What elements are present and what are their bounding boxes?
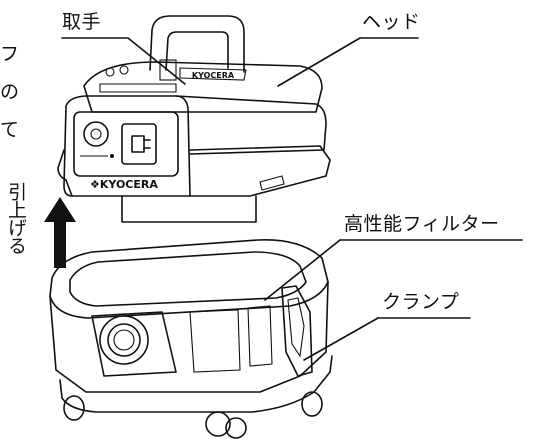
handle-label: 取手 <box>62 11 102 33</box>
head-unit: KYOCERA ❖KYOCERA <box>57 15 331 223</box>
head-leader <box>277 37 361 87</box>
edge-text-1: フ <box>0 43 20 65</box>
edge-text-3: て <box>0 119 20 141</box>
filter-label: 高性能フィルター <box>344 213 500 235</box>
dial-knob-icon <box>83 121 109 147</box>
lift-arrow-icon <box>44 197 76 268</box>
lift-label: 引上げる <box>5 182 27 254</box>
filter-leader <box>264 239 341 301</box>
edge-text-2: の <box>0 81 20 103</box>
front-brand-text: ❖KYOCERA <box>90 178 158 191</box>
head-label: ヘッド <box>362 11 421 33</box>
clamp-leader <box>303 317 379 361</box>
head-brand-text: KYOCERA <box>192 71 235 80</box>
power-plug-icon <box>121 123 157 165</box>
tank-unit <box>49 239 333 439</box>
clamp-label: クランプ <box>382 291 460 313</box>
